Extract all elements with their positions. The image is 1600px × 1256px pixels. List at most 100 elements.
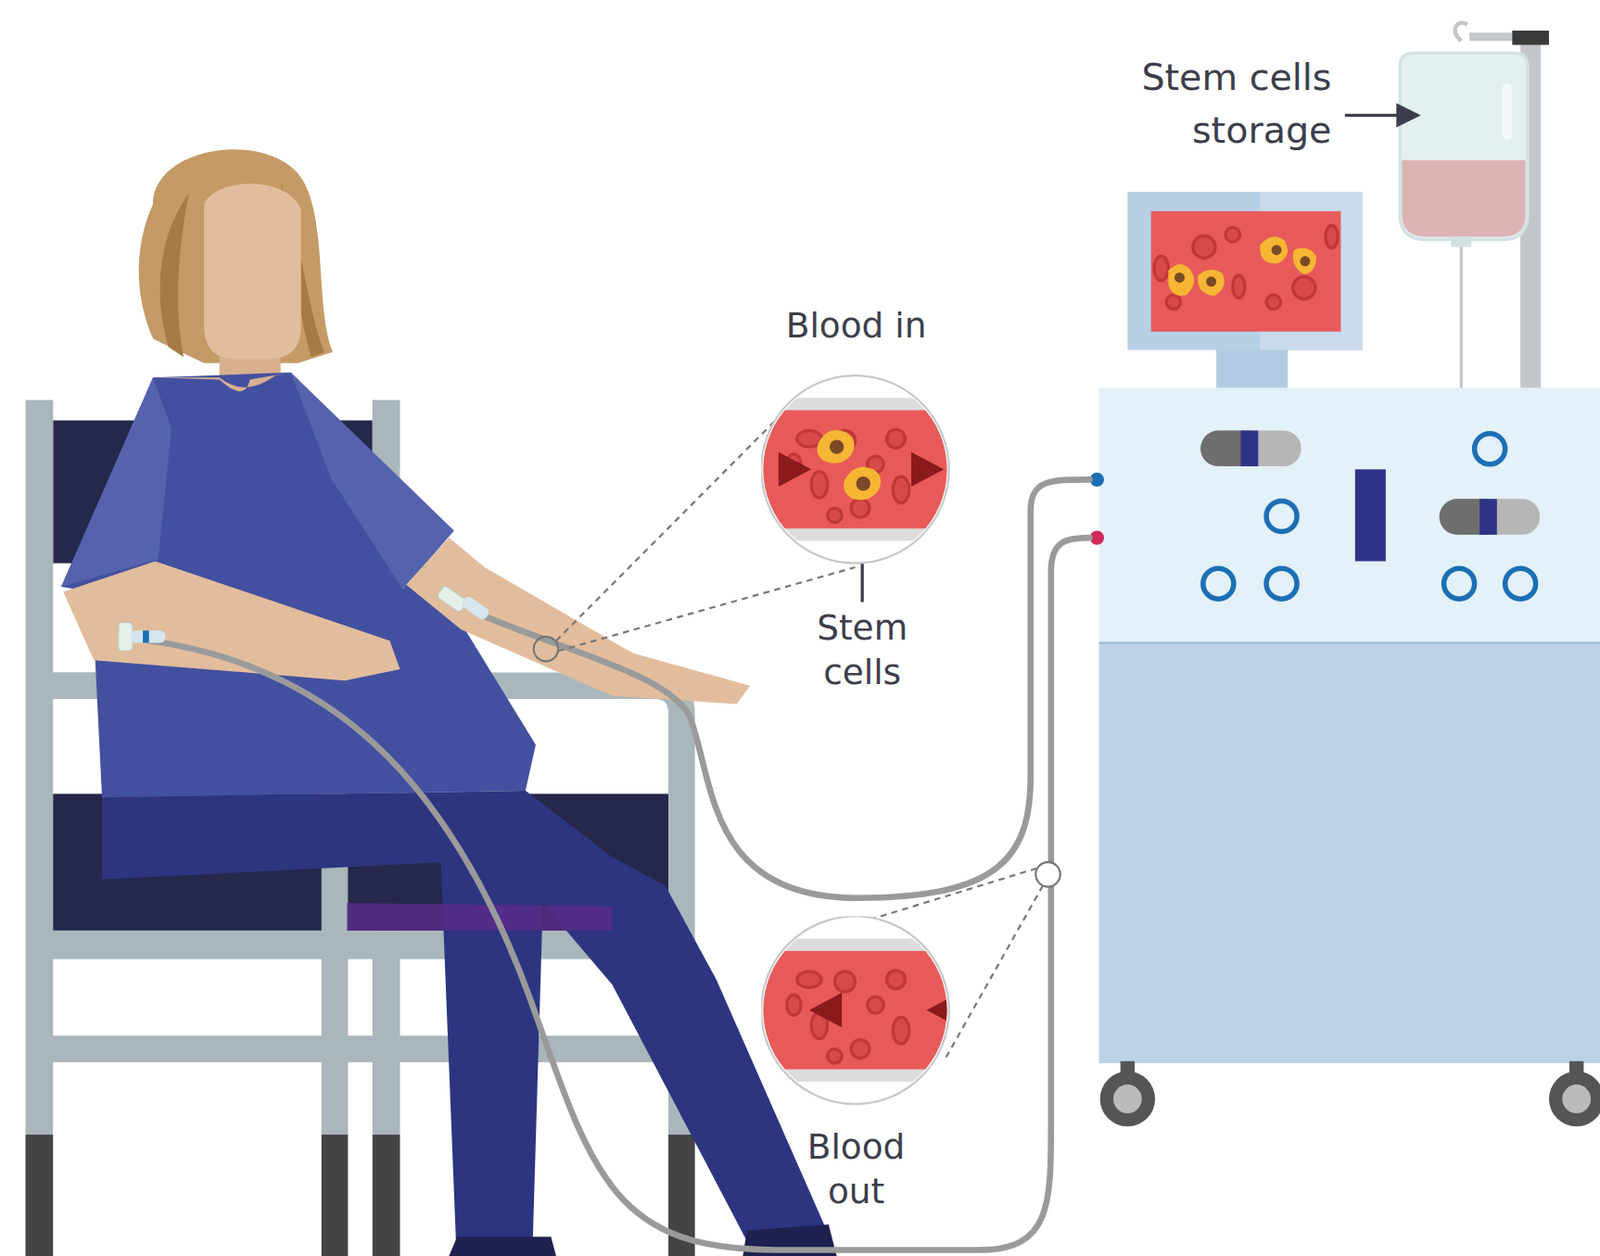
apheresis-machine [1090,191,1600,1127]
blood-vessel-part [829,439,844,454]
screen-cells-part [1225,227,1240,242]
catheter-part [130,630,166,643]
blood-vessel-part [856,476,871,491]
apheresis-machine-part [1151,211,1342,332]
patient-part [160,193,190,357]
apheresis-machine-part [1549,1071,1600,1127]
view-heading: Blood out [794,1125,917,1214]
stem-cell-bag-part [1501,83,1512,140]
blood-vessel-part [850,1040,870,1059]
apheresis-machine-part [1355,469,1386,561]
catheter-part [142,630,150,643]
screen-cells-part [1197,269,1225,296]
blood-vessel-part [926,992,951,1028]
catheter-part [118,622,133,651]
stem-cell-bag [1399,52,1528,247]
stem-cell-bag-part [1401,160,1525,238]
magnifier-shape [761,915,952,1214]
blood-vessel [761,397,950,541]
blood-vessel-part [817,430,855,464]
screen-cells-part [1293,247,1317,275]
tubing [142,479,1091,1250]
view-heading: Blood in [761,304,952,348]
apheresis-machine-part [1479,498,1498,535]
screen-cells-part [1166,294,1181,309]
apheresis-machine-part-part [1203,568,1234,599]
apheresis-machine-part [1439,498,1540,535]
apheresis-machine-part-part [1444,568,1475,599]
chair-part [25,1134,54,1256]
magnifier-circle [761,915,950,1105]
patient [61,149,838,1256]
leader-arrow-part [1345,114,1419,117]
magnifier-leader-part [1035,862,1060,887]
apheresis-machine-part-part [1505,568,1537,599]
patient-part [406,537,750,704]
apheresis-machine-part [1127,191,1362,351]
blood-vessel-part [887,429,906,448]
blood-vessel-part [809,992,842,1028]
callout-label: Stem cells [786,606,940,695]
patient-part [152,372,292,392]
apheresis-machine-part [1113,1084,1143,1114]
blood-vessel-part [892,476,910,504]
screen-cells-part [1232,275,1245,298]
tubing-part [479,479,1090,898]
screen-cells-part [1168,264,1194,296]
chair-part [40,1035,694,1063]
apheresis-machine-part [1201,431,1302,468]
blood-vessel-part [761,951,950,1070]
iv-pole-part [1455,23,1468,41]
screen-cells-part [1206,276,1217,287]
iv-pole-part [1460,240,1463,394]
apheresis-machine-part [1216,346,1288,390]
blood-vessel-part [887,970,906,990]
screen-cells-part [1259,236,1288,264]
apheresis-machine-part-part [1474,433,1506,465]
blood-vessel [761,939,952,1082]
magnifier-view: Blood in [761,304,952,568]
apheresis-machine-part-part [1266,500,1297,532]
magnifier-leader-part [533,636,559,661]
chair-part [372,1134,401,1256]
blood-vessel-part [797,431,822,448]
screen-cells-part [1154,255,1169,280]
screen-cells-part [1299,255,1310,267]
leader-arrow [862,114,1419,602]
blood-vessel-part [797,971,822,989]
patient-part [61,377,172,587]
apheresis-machine-part [1099,641,1600,644]
chair-part [321,1134,349,1256]
chair-part [25,400,54,1136]
magnifier-leader-part [943,885,1043,1061]
catheter-part [436,584,469,613]
blood-vessel-part [761,397,950,541]
blood-vessel-part [827,1049,842,1064]
apheresis-machine-part [1561,1084,1591,1114]
patient-part [346,902,612,931]
patient-part [203,183,302,359]
blood-vessel-part [834,971,855,992]
patient-part [291,372,455,590]
apheresis-machine-part [1099,387,1600,643]
screen-cells [1154,225,1338,309]
blood-vessel-part [811,471,828,499]
blood-vessel-part [827,507,842,522]
blood-vessel-part [761,939,950,1082]
blood-vessel-part [787,994,801,1016]
screen-cells-part [1293,276,1316,299]
magnifier-leader-part [556,418,778,641]
catheter-part [460,595,492,622]
apheresis-machine-part [1100,1071,1156,1127]
iv-pole-part [1511,30,1550,45]
patient-part [448,1236,557,1256]
tubing-part [142,537,1091,1250]
blood-vessel-part [867,996,885,1014]
screen-cells-part [1174,272,1185,283]
blood-vessel-part [892,1016,910,1044]
apheresis-machine-part [1099,642,1600,1064]
blood-vessel-part [850,498,870,518]
blood-vessel-part [911,452,944,487]
catheter [118,584,492,651]
